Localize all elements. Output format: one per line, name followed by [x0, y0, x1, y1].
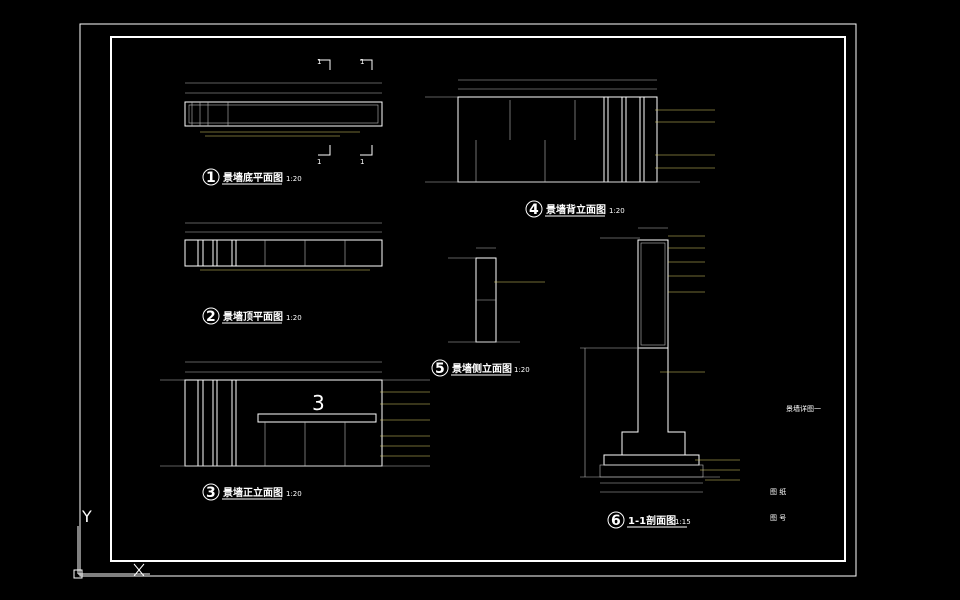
- drawing-4-title: 景墙背立面图: [546, 203, 606, 216]
- wall-mark-3: 3: [312, 391, 325, 415]
- drawing-2-number: 2: [206, 309, 216, 325]
- drawing-3-number-circle: [202, 483, 220, 501]
- drawing-1-number-circle: [202, 168, 220, 186]
- section-mark-d: 1: [360, 158, 364, 166]
- outer-frame: [79, 23, 857, 577]
- drawing-4-scale: 1:20: [609, 207, 625, 215]
- drawing-3-front-elevation[interactable]: 3 3 景墙正立面图 1:20: [160, 361, 430, 501]
- drawing-4-back-elevation[interactable]: 4 景墙背立面图 1:20: [425, 79, 715, 218]
- sheet-name: 景墙详图一: [786, 404, 821, 413]
- ucs-x-mark: [133, 563, 145, 577]
- drawing-2-top-plan[interactable]: 2 景墙顶平面图 1:20: [184, 222, 383, 325]
- drawing-2-title: 景墙顶平面图: [223, 310, 283, 323]
- drawing-3-scale: 1:20: [286, 490, 302, 498]
- ucs-icon: Y: [73, 507, 150, 579]
- inner-frame: [110, 36, 846, 562]
- drawing-1-scale: 1:20: [286, 175, 302, 183]
- title-block: 景墙详图一 图 纸 图 号: [770, 404, 821, 522]
- drawing-5-scale: 1:20: [514, 366, 530, 374]
- drawing-1-title: 景墙底平面图: [223, 171, 283, 184]
- drawing-6-number: 6: [611, 513, 621, 529]
- drawing-6-number-circle: [607, 511, 625, 529]
- drawing-5-title: 景墙侧立面图: [452, 362, 512, 375]
- drawing-6-section[interactable]: 6 1-1剖面图 1:15: [580, 227, 740, 529]
- drawing-2-number-circle: [202, 307, 220, 325]
- title-block-row-2: 图 号: [770, 514, 786, 522]
- title-block-row-1: 图 纸: [770, 487, 786, 496]
- section-mark-b: 1: [360, 58, 364, 66]
- drawing-6-scale: 1:15: [675, 518, 691, 526]
- drawing-6-title: 1-1剖面图: [628, 514, 676, 527]
- ucs-y-label: Y: [81, 507, 92, 526]
- section-mark-a: 1: [317, 58, 321, 66]
- drawing-3-title: 景墙正立面图: [223, 486, 283, 499]
- drawing-4-number: 4: [529, 202, 539, 218]
- drawing-4-number-circle: [525, 200, 543, 218]
- drawing-5-side-elevation[interactable]: 5 景墙侧立面图 1:20: [431, 247, 545, 377]
- drawing-5-number: 5: [435, 361, 445, 377]
- section-mark-c: 1: [317, 158, 321, 166]
- drawing-5-number-circle: [431, 359, 449, 377]
- drawing-2-scale: 1:20: [286, 314, 302, 322]
- drawing-1-number: 1: [206, 170, 216, 186]
- drawing-3-number: 3: [206, 485, 216, 501]
- drawing-1-bottom-plan[interactable]: 1 1 1 1 1 景墙底平面图 1:20: [184, 58, 383, 186]
